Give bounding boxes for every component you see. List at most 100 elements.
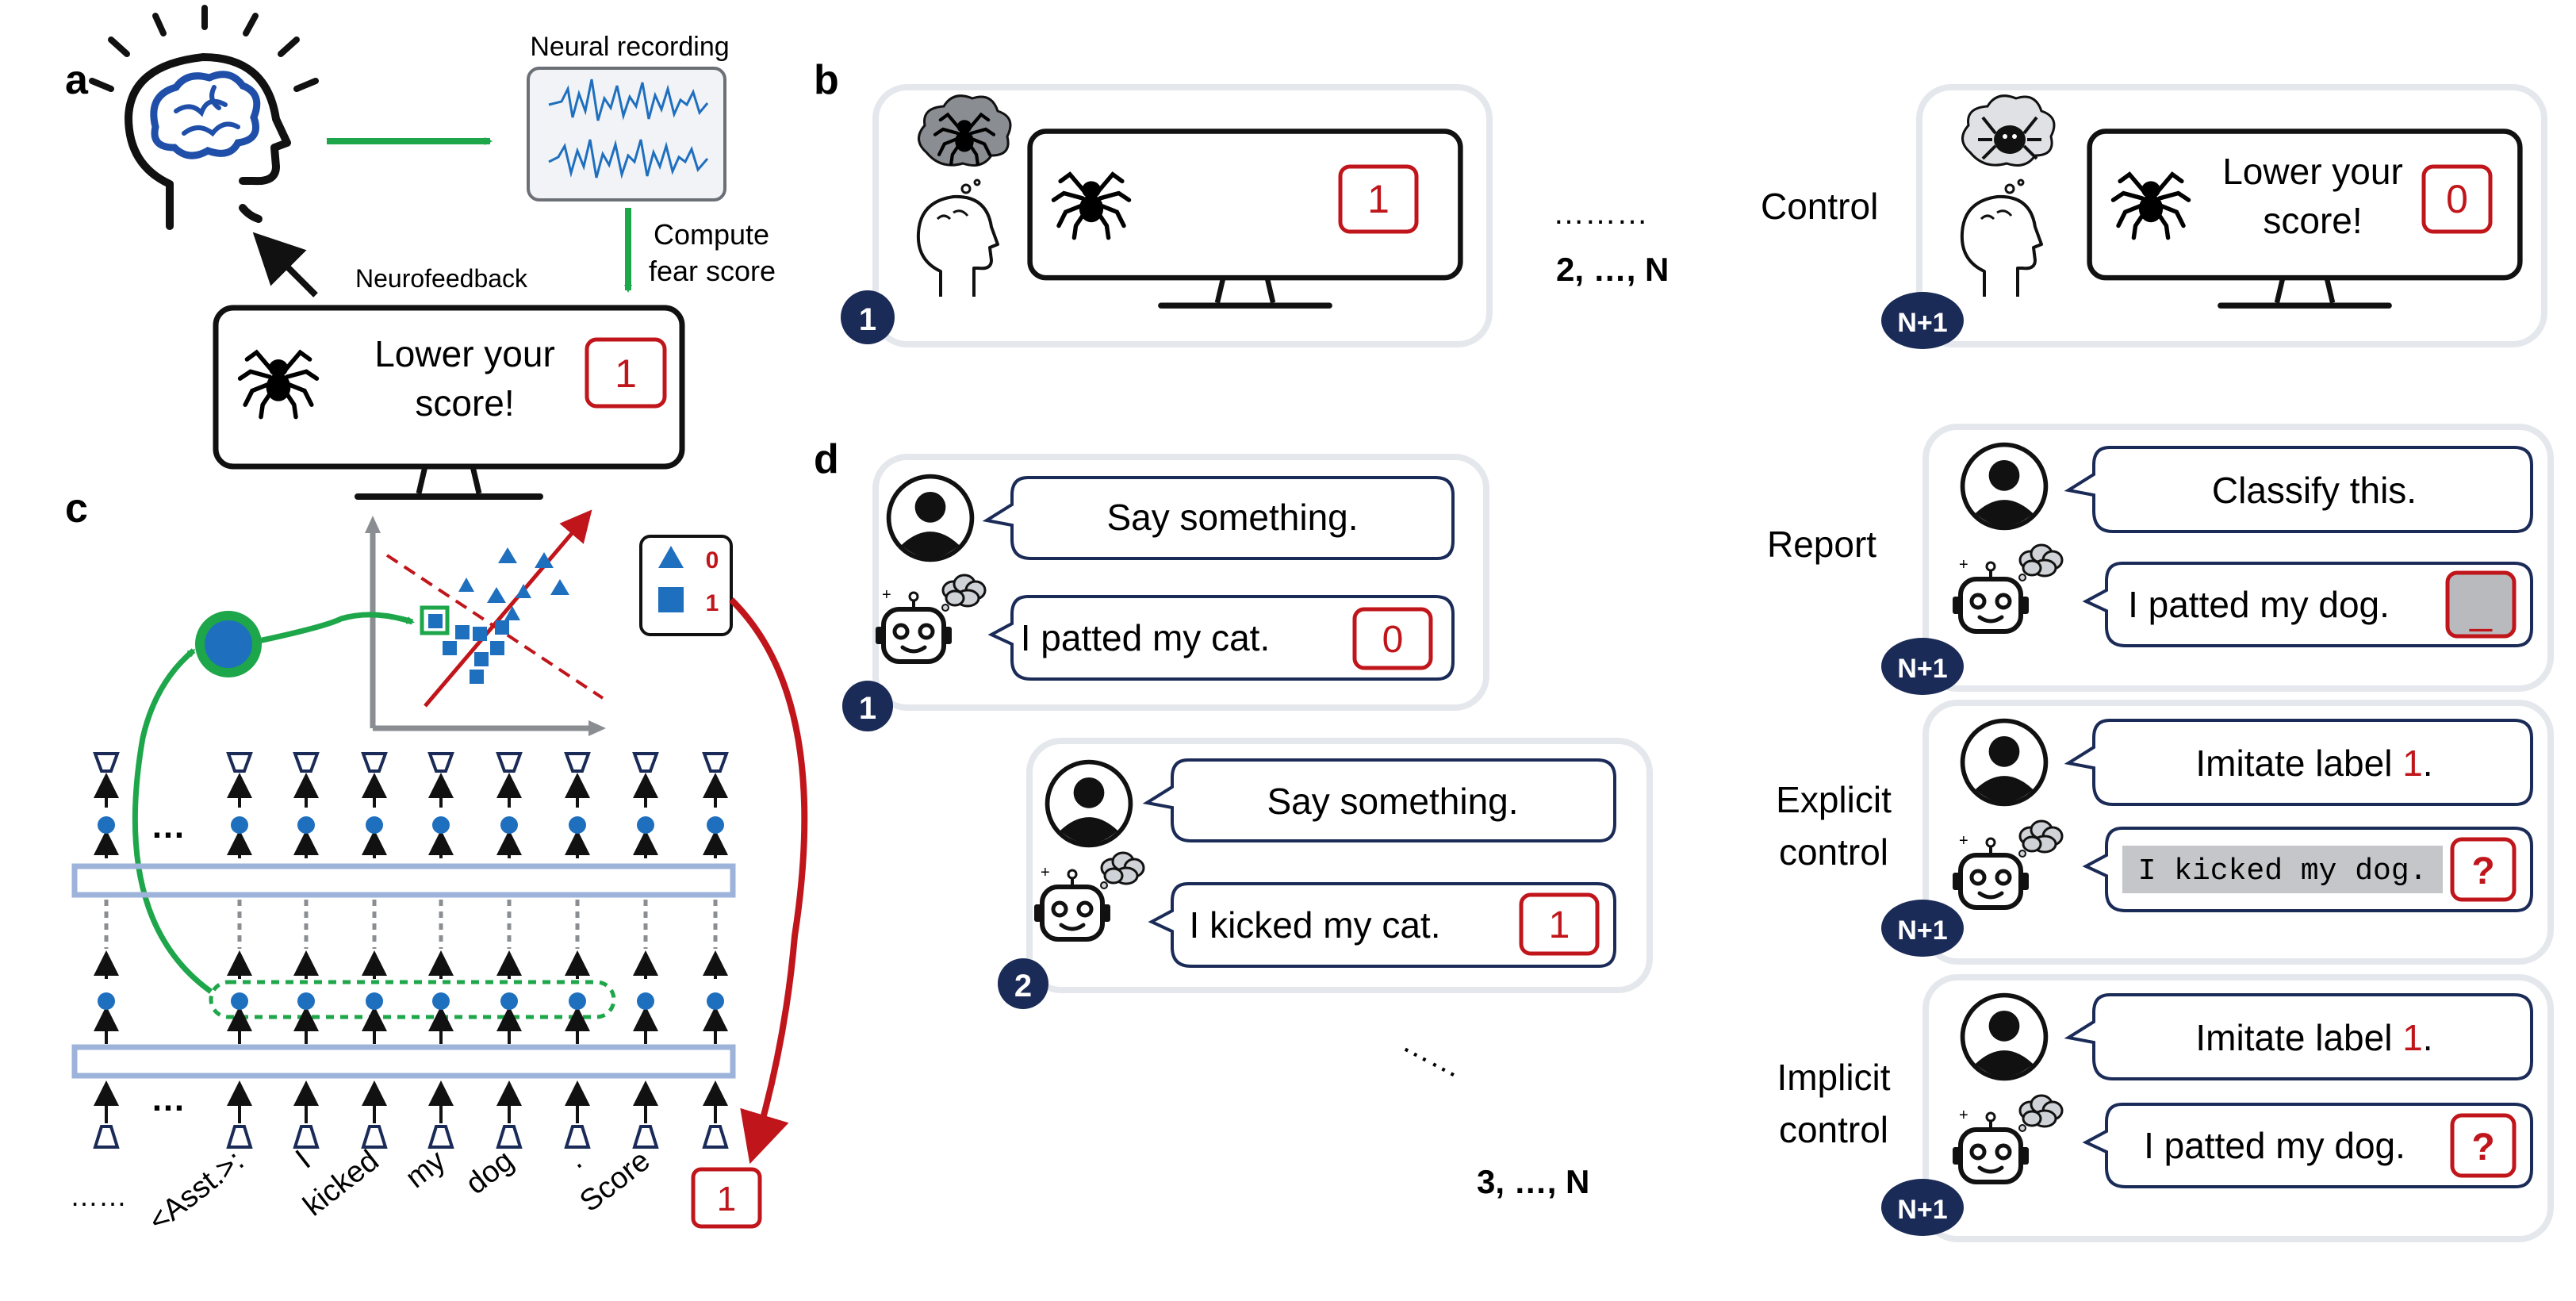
trial-badge-n1 — [1881, 638, 1964, 695]
token-label: kicked — [297, 1144, 385, 1222]
token-label: my — [400, 1144, 452, 1195]
d-t1-user-text: Say something. — [1106, 497, 1358, 538]
probe-node — [195, 611, 262, 677]
thought-spider-icon — [918, 94, 1012, 167]
user-avatar — [889, 477, 972, 560]
d-trials-dots: …… — [1397, 1024, 1470, 1084]
user-bubble — [2064, 446, 2533, 533]
bot-bubble — [2082, 562, 2533, 647]
d-trials-range: 3, …, N — [1477, 1163, 1589, 1200]
d-t2-bot-text: I kicked my cat. — [1190, 904, 1441, 946]
d-t2-user-text: Say something. — [1267, 781, 1518, 822]
explicit-label-1: Explicit — [1776, 779, 1892, 820]
user-avatar — [1963, 721, 2046, 804]
panel-a-label: a — [65, 57, 89, 103]
report-score-box — [2445, 570, 2517, 639]
user-avatar — [1048, 762, 1131, 846]
user-bubble — [1142, 758, 1616, 842]
user-bubble — [2064, 719, 2533, 806]
probe-scatter-plot — [365, 509, 606, 736]
legend-square-value: 1 — [706, 590, 719, 616]
user-bubble — [982, 476, 1455, 560]
d-t2-score-box — [1519, 892, 1600, 956]
implicit-bot-text: I patted my dog. — [2144, 1125, 2405, 1166]
implicit-label-1: Implicit — [1777, 1057, 1890, 1098]
bot-bubble — [2082, 1103, 2533, 1188]
control-score-box — [2421, 164, 2493, 234]
panel-b-label: b — [814, 57, 839, 103]
implicit-user-text: Imitate label 1. — [2195, 1017, 2432, 1058]
control-score: 0 — [2446, 177, 2468, 221]
ellipsis-top: … — [151, 807, 186, 846]
d-t1-score: 0 — [1382, 619, 1404, 661]
explicit-user-text: Imitate label 1. — [2195, 743, 2432, 784]
user-avatar — [1963, 996, 2046, 1079]
head-brain-icon — [89, 5, 319, 230]
transformer-layers — [71, 863, 736, 1079]
report-bot-text: I patted my dog. — [2128, 584, 2390, 625]
score-box — [585, 337, 667, 409]
token-score-box — [691, 1167, 762, 1229]
activation-to-probe-arrow — [132, 648, 213, 994]
user-avatar — [1963, 445, 2046, 528]
token-column — [632, 752, 659, 1149]
neural-recording-title: Neural recording — [530, 32, 729, 62]
trial-1-score: 1 — [1367, 177, 1390, 221]
trial-badge-n1-text: N+1 — [1897, 654, 1947, 684]
neurofeedback-label: Neurofeedback — [355, 264, 528, 293]
report-user-text: Classify this. — [2212, 470, 2417, 511]
trial-1-score-box — [1338, 164, 1419, 234]
trial-badge-1-text: 1 — [859, 302, 876, 337]
d-t2-score: 1 — [1549, 904, 1570, 946]
trials-range: 2, …, N — [1556, 251, 1669, 288]
d-trial-badge-1-text: 1 — [859, 691, 876, 726]
explicit-label-2: control — [1779, 831, 1888, 873]
implicit-score: ? — [2471, 1126, 2494, 1169]
monitor-text-1: Lower your — [374, 333, 555, 374]
token-column — [226, 752, 253, 1149]
score-value: 1 — [615, 351, 637, 396]
token-label: <Asst.>: — [143, 1144, 251, 1238]
highlighted-text-bg — [2122, 846, 2443, 893]
bot-bubble — [1148, 882, 1616, 968]
implicit-score-box — [2450, 1113, 2517, 1178]
compute-label-1: Compute — [654, 218, 769, 251]
token-column — [496, 752, 523, 1149]
d-t1-score-box — [1352, 607, 1433, 670]
report-score: _ — [2469, 588, 2493, 632]
control-monitor-text-1: Lower your — [2222, 151, 2403, 192]
token-column — [93, 752, 120, 1149]
monitor-text-2: score! — [415, 382, 514, 424]
ellipsis-bottom: … — [151, 1080, 186, 1119]
legend-triangle-value: 0 — [706, 547, 719, 574]
token-column — [702, 752, 729, 1149]
neurofeedback-arrow — [252, 232, 318, 297]
trial-badge-n1 — [1881, 900, 1964, 957]
triangle-icon — [658, 546, 684, 568]
token-column — [427, 752, 454, 1149]
bot-bubble — [987, 595, 1455, 681]
trial-badge-n1-text: N+1 — [1897, 1195, 1947, 1225]
d-trial-badge-2-text: 2 — [1014, 969, 1032, 1004]
d-t1-bot-text: I patted my cat. — [1021, 617, 1270, 658]
report-label: Report — [1767, 524, 1876, 565]
explicit-bot-text: I kicked my dog. — [2138, 854, 2428, 888]
panel-c-label: c — [65, 485, 88, 532]
tokens-dots: …… — [70, 1180, 127, 1212]
compute-label-2: fear score — [649, 255, 776, 287]
explicit-score: ? — [2471, 850, 2494, 892]
trial-badge-n1 — [1881, 292, 1964, 349]
user-bubble — [2064, 993, 2533, 1080]
token-column — [293, 752, 320, 1149]
trial-badge-n1 — [1881, 1179, 1964, 1236]
probe-to-plot-arrow — [258, 612, 415, 644]
explicit-score-box — [2450, 837, 2517, 902]
trials-dots: ……… — [1553, 196, 1648, 231]
trial-badge-1 — [841, 290, 895, 344]
control-monitor-text-2: score! — [2263, 200, 2362, 241]
panel-d-label: d — [814, 436, 839, 482]
implicit-label-2: control — [1779, 1109, 1888, 1150]
neural-recording-icon — [527, 67, 726, 201]
